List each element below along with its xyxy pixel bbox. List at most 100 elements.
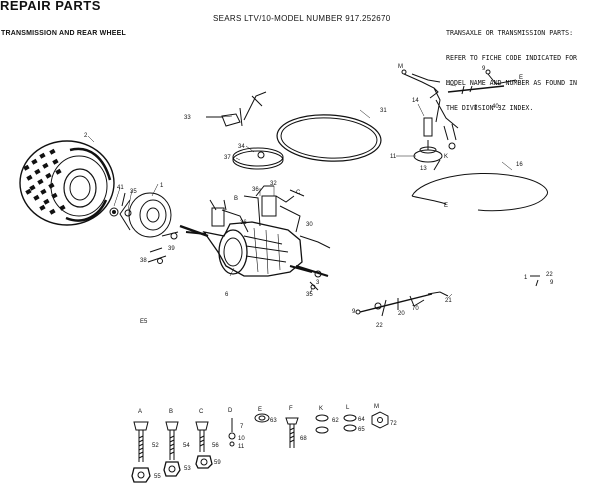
drive-belt xyxy=(276,114,382,162)
callout-B: B xyxy=(234,196,238,202)
callout-22b: 22 xyxy=(546,272,553,278)
hw-letter-D: D xyxy=(228,408,233,414)
traction-belt xyxy=(411,173,548,212)
transaxle-note: TRANSAXLE OR TRANSMISSION PARTS: REFER T… xyxy=(446,12,577,121)
hw-num-68: 68 xyxy=(300,436,307,442)
note-line: REFER TO FICHE CODE INDICATED FOR xyxy=(446,54,578,63)
nut-a xyxy=(131,467,151,483)
callout-6: 6 xyxy=(225,292,229,298)
callout-2: 2 xyxy=(84,133,88,139)
callout-E: E xyxy=(519,75,523,81)
pin-d xyxy=(228,418,236,447)
clutch-rod xyxy=(355,291,449,317)
hw-num-63: 63 xyxy=(270,418,277,424)
rear-tire xyxy=(19,140,115,226)
section-subtitle: TRANSMISSION AND REAR WHEEL xyxy=(1,30,126,37)
callout-9b: 9 xyxy=(352,309,356,315)
axle-right xyxy=(295,264,329,291)
hw-letter-F: F xyxy=(289,406,293,412)
callout-70: 70 xyxy=(412,306,419,312)
leader-lines xyxy=(87,83,513,299)
hardware-labels: A B C D E F K L M 52 54 56 7 10 11 63 68… xyxy=(138,404,397,480)
callout-22: 22 xyxy=(376,323,383,329)
callout-16: 16 xyxy=(516,162,523,168)
callout-36: 36 xyxy=(252,187,259,193)
hw-letter-E: E xyxy=(258,407,262,413)
shift-linkage xyxy=(255,185,305,203)
callout-20: 20 xyxy=(398,311,405,317)
hw-num-11: 11 xyxy=(238,444,245,450)
hw-num-59: 59 xyxy=(214,460,221,466)
callout-K: K xyxy=(444,154,448,160)
axle-left xyxy=(147,224,209,264)
tire-tread-pattern xyxy=(23,148,66,215)
hw-num-52: 52 xyxy=(152,443,159,449)
callout-36b: 36 xyxy=(240,220,247,226)
page-title: REPAIR PARTS xyxy=(0,0,101,13)
hw-num-62: 62 xyxy=(332,418,339,424)
hw-letter-C: C xyxy=(199,409,204,415)
hw-letter-K: K xyxy=(319,406,323,412)
note-line: THE DIVISION 3Z INDEX. xyxy=(446,104,534,113)
callout-labels: 33 31 34 37 2 41 35 1 36 32 36 6 38 39 3… xyxy=(84,64,554,329)
hw-letter-L: L xyxy=(346,405,350,411)
hw-letter-B: B xyxy=(169,409,173,415)
hw-num-54: 54 xyxy=(183,443,190,449)
hw-letter-A: A xyxy=(138,409,142,415)
callout-40: 40 xyxy=(492,104,499,110)
callout-41: 41 xyxy=(117,185,124,191)
callout-38: 38 xyxy=(140,258,147,264)
shift-bracket xyxy=(206,91,267,127)
washer-e xyxy=(254,413,270,423)
callout-33: 33 xyxy=(184,115,191,121)
callout-30: 30 xyxy=(306,222,313,228)
idler-assembly xyxy=(401,69,459,171)
callout-11: 11 xyxy=(390,154,397,160)
callout-1: 1 xyxy=(160,183,164,189)
transmission-pulley xyxy=(232,147,284,170)
callout-21: 21 xyxy=(445,298,452,304)
hw-num-56: 56 xyxy=(212,443,219,449)
callout-E2: E xyxy=(444,203,448,209)
washer-l xyxy=(343,414,357,432)
nut-b xyxy=(163,461,181,477)
wheel-rim xyxy=(119,192,172,238)
callout-39: 39 xyxy=(168,246,175,252)
hw-letter-M: M xyxy=(374,404,379,410)
callout-1b: 1 xyxy=(524,275,528,281)
callout-31: 31 xyxy=(380,108,387,114)
nut-c xyxy=(195,455,213,469)
bolt-b xyxy=(165,421,179,460)
wheel-hardware xyxy=(109,192,132,217)
washer-k xyxy=(315,414,329,434)
nut-m xyxy=(371,411,389,429)
bolt-c xyxy=(195,421,209,452)
hw-num-10: 10 xyxy=(238,436,245,442)
bolt-f xyxy=(285,417,299,448)
callout-14: 14 xyxy=(412,98,419,104)
callout-35: 35 xyxy=(130,189,137,195)
transmission-housing xyxy=(185,195,331,277)
callout-8: 8 xyxy=(474,105,478,111)
callout-3: 3 xyxy=(316,280,320,286)
callout-37: 37 xyxy=(224,155,231,161)
callout-C: C xyxy=(296,190,301,196)
callout-13: 13 xyxy=(420,166,427,172)
small-clip xyxy=(530,275,540,287)
callout-9: 9 xyxy=(482,66,486,72)
model-number: SEARS LTV/10-MODEL NUMBER 917.252670 xyxy=(213,14,391,23)
shift-rod xyxy=(447,69,517,95)
hw-num-7: 7 xyxy=(240,424,244,430)
hw-num-72: 72 xyxy=(390,421,397,427)
hw-num-55: 55 xyxy=(154,474,161,480)
callout-34: 34 xyxy=(238,144,245,150)
callout-32: 32 xyxy=(270,181,277,187)
callout-E5: E5 xyxy=(140,319,148,325)
note-line: TRANSAXLE OR TRANSMISSION PARTS: xyxy=(446,28,574,37)
callout-35b: 35 xyxy=(306,292,313,298)
hw-num-64: 64 xyxy=(358,417,365,423)
bolt-a xyxy=(133,421,149,462)
hw-num-65: 65 xyxy=(358,427,365,433)
callout-9c: 9 xyxy=(550,280,554,286)
